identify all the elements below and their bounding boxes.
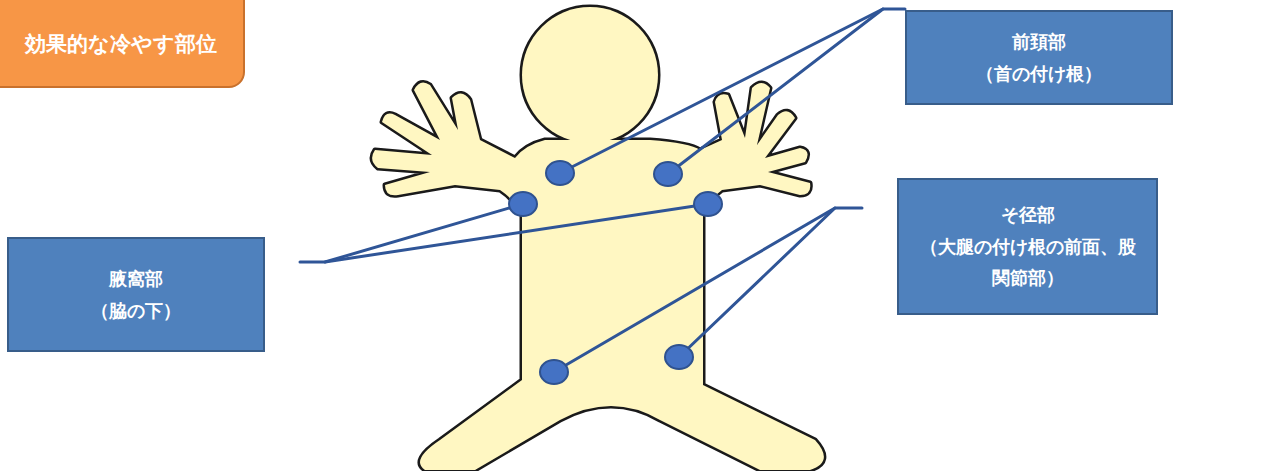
leader-line — [300, 204, 523, 262]
label-box: 前頚部（首の付け根） — [905, 10, 1173, 105]
leader-line — [554, 208, 862, 372]
leader-lines — [300, 9, 905, 372]
title-banner: 効果的な冷やす部位 — [0, 0, 245, 88]
label-box: そ径部（大腿の付け根の前面、股 関節部） — [897, 178, 1158, 315]
cooling-point — [540, 360, 568, 384]
label-text: （首の付け根） — [976, 58, 1102, 90]
cooling-point — [509, 192, 537, 216]
label-box: 腋窩部（脇の下） — [7, 237, 265, 352]
cooling-point — [665, 345, 693, 369]
body-figure — [372, 7, 824, 470]
cooling-point — [654, 162, 682, 186]
cooling-point — [546, 161, 574, 185]
leader-line — [560, 9, 905, 173]
cooling-points — [509, 161, 722, 384]
leader-line — [679, 208, 835, 357]
cooling-point — [694, 192, 722, 216]
label-text: （脇の下） — [91, 295, 181, 327]
label-text: そ径部 — [1001, 199, 1055, 231]
label-text: （大腿の付け根の前面、股 関節部） — [913, 231, 1142, 294]
head-fill — [522, 7, 658, 143]
label-text: 腋窩部 — [109, 263, 163, 295]
head-outline — [522, 7, 658, 143]
leader-line — [668, 9, 883, 174]
label-text: 前頚部 — [1012, 26, 1066, 58]
